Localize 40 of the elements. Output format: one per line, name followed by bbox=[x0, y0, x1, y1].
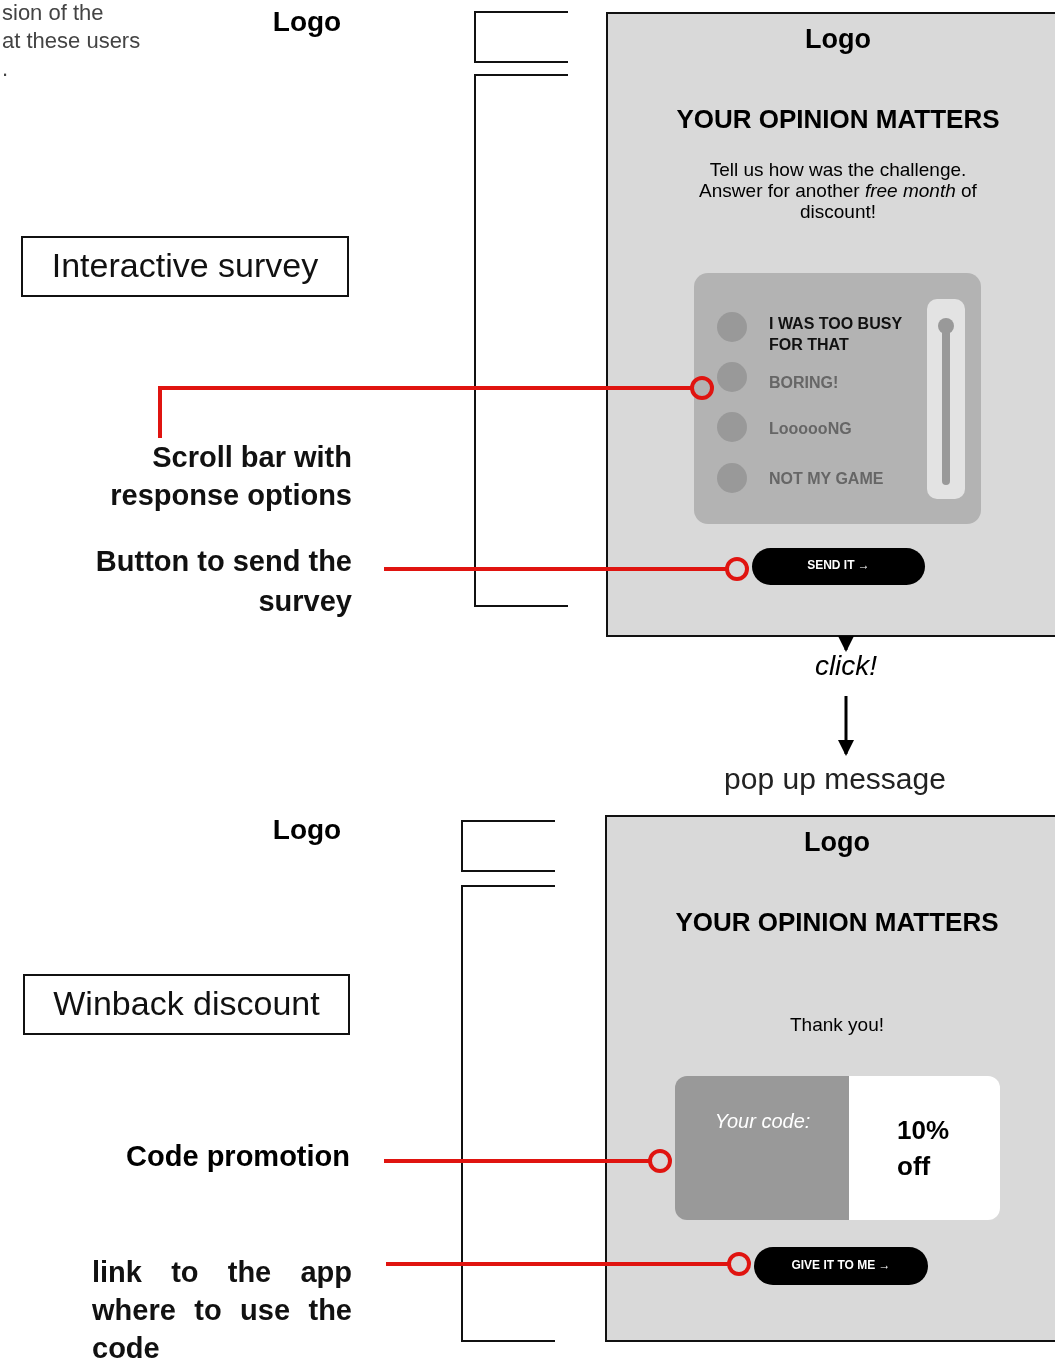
survey-screen bbox=[606, 12, 1055, 637]
callout-text: Button to send the survey bbox=[60, 541, 352, 621]
click-text: click! bbox=[790, 650, 902, 686]
code-label: Your code: bbox=[713, 1110, 812, 1133]
leader-line bbox=[384, 1149, 672, 1173]
give-button: GIVE IT TO ME → bbox=[754, 1247, 928, 1285]
placeholder-word: Logo bbox=[803, 827, 871, 858]
note-text: at these users bbox=[2, 28, 141, 54]
callout-text: Code promotion bbox=[100, 1140, 350, 1184]
option-text: NOT MY GAME bbox=[769, 470, 885, 488]
option-text: BORING! bbox=[769, 374, 840, 392]
option-text: I WAS TOO BUSY FOR THAT bbox=[769, 314, 903, 355]
radio-circle bbox=[717, 362, 747, 392]
leader-line bbox=[384, 557, 749, 581]
discount-text: 10% off bbox=[897, 1114, 951, 1183]
heading: YOUR OPINION MATTERS bbox=[675, 104, 1001, 135]
placeholder-word: Logo bbox=[271, 814, 343, 846]
note-text: sion of the bbox=[2, 0, 104, 26]
callout-text: Scroll bar with response options bbox=[60, 438, 352, 518]
promo-code-card bbox=[675, 1076, 1000, 1220]
heading: YOUR OPINION MATTERS bbox=[674, 907, 1000, 938]
callout-text: link to the app where to use the code bbox=[92, 1253, 352, 1365]
section-title: Winback discount bbox=[52, 984, 321, 1023]
send-button: SEND IT → bbox=[752, 548, 925, 585]
title-box bbox=[23, 974, 350, 1035]
note-text: . bbox=[2, 56, 9, 82]
section-title: Interactive survey bbox=[50, 246, 320, 285]
placeholder-word: Logo bbox=[804, 24, 872, 55]
options-panel bbox=[694, 273, 981, 524]
thank-you-screen bbox=[605, 815, 1055, 1342]
arrow bbox=[838, 696, 854, 756]
leader-line bbox=[386, 1252, 751, 1276]
leader-line bbox=[158, 376, 714, 438]
body-text: Thank you! bbox=[789, 1014, 885, 1036]
arrow bbox=[838, 636, 854, 652]
placeholder-word: Logo bbox=[271, 6, 343, 38]
body-text: Tell us how was the challenge. Answer for another free month of discount! bbox=[698, 159, 978, 222]
option-text: LoooooNG bbox=[769, 420, 853, 438]
popup-heading: pop up message bbox=[700, 762, 970, 802]
title-box bbox=[21, 236, 349, 297]
